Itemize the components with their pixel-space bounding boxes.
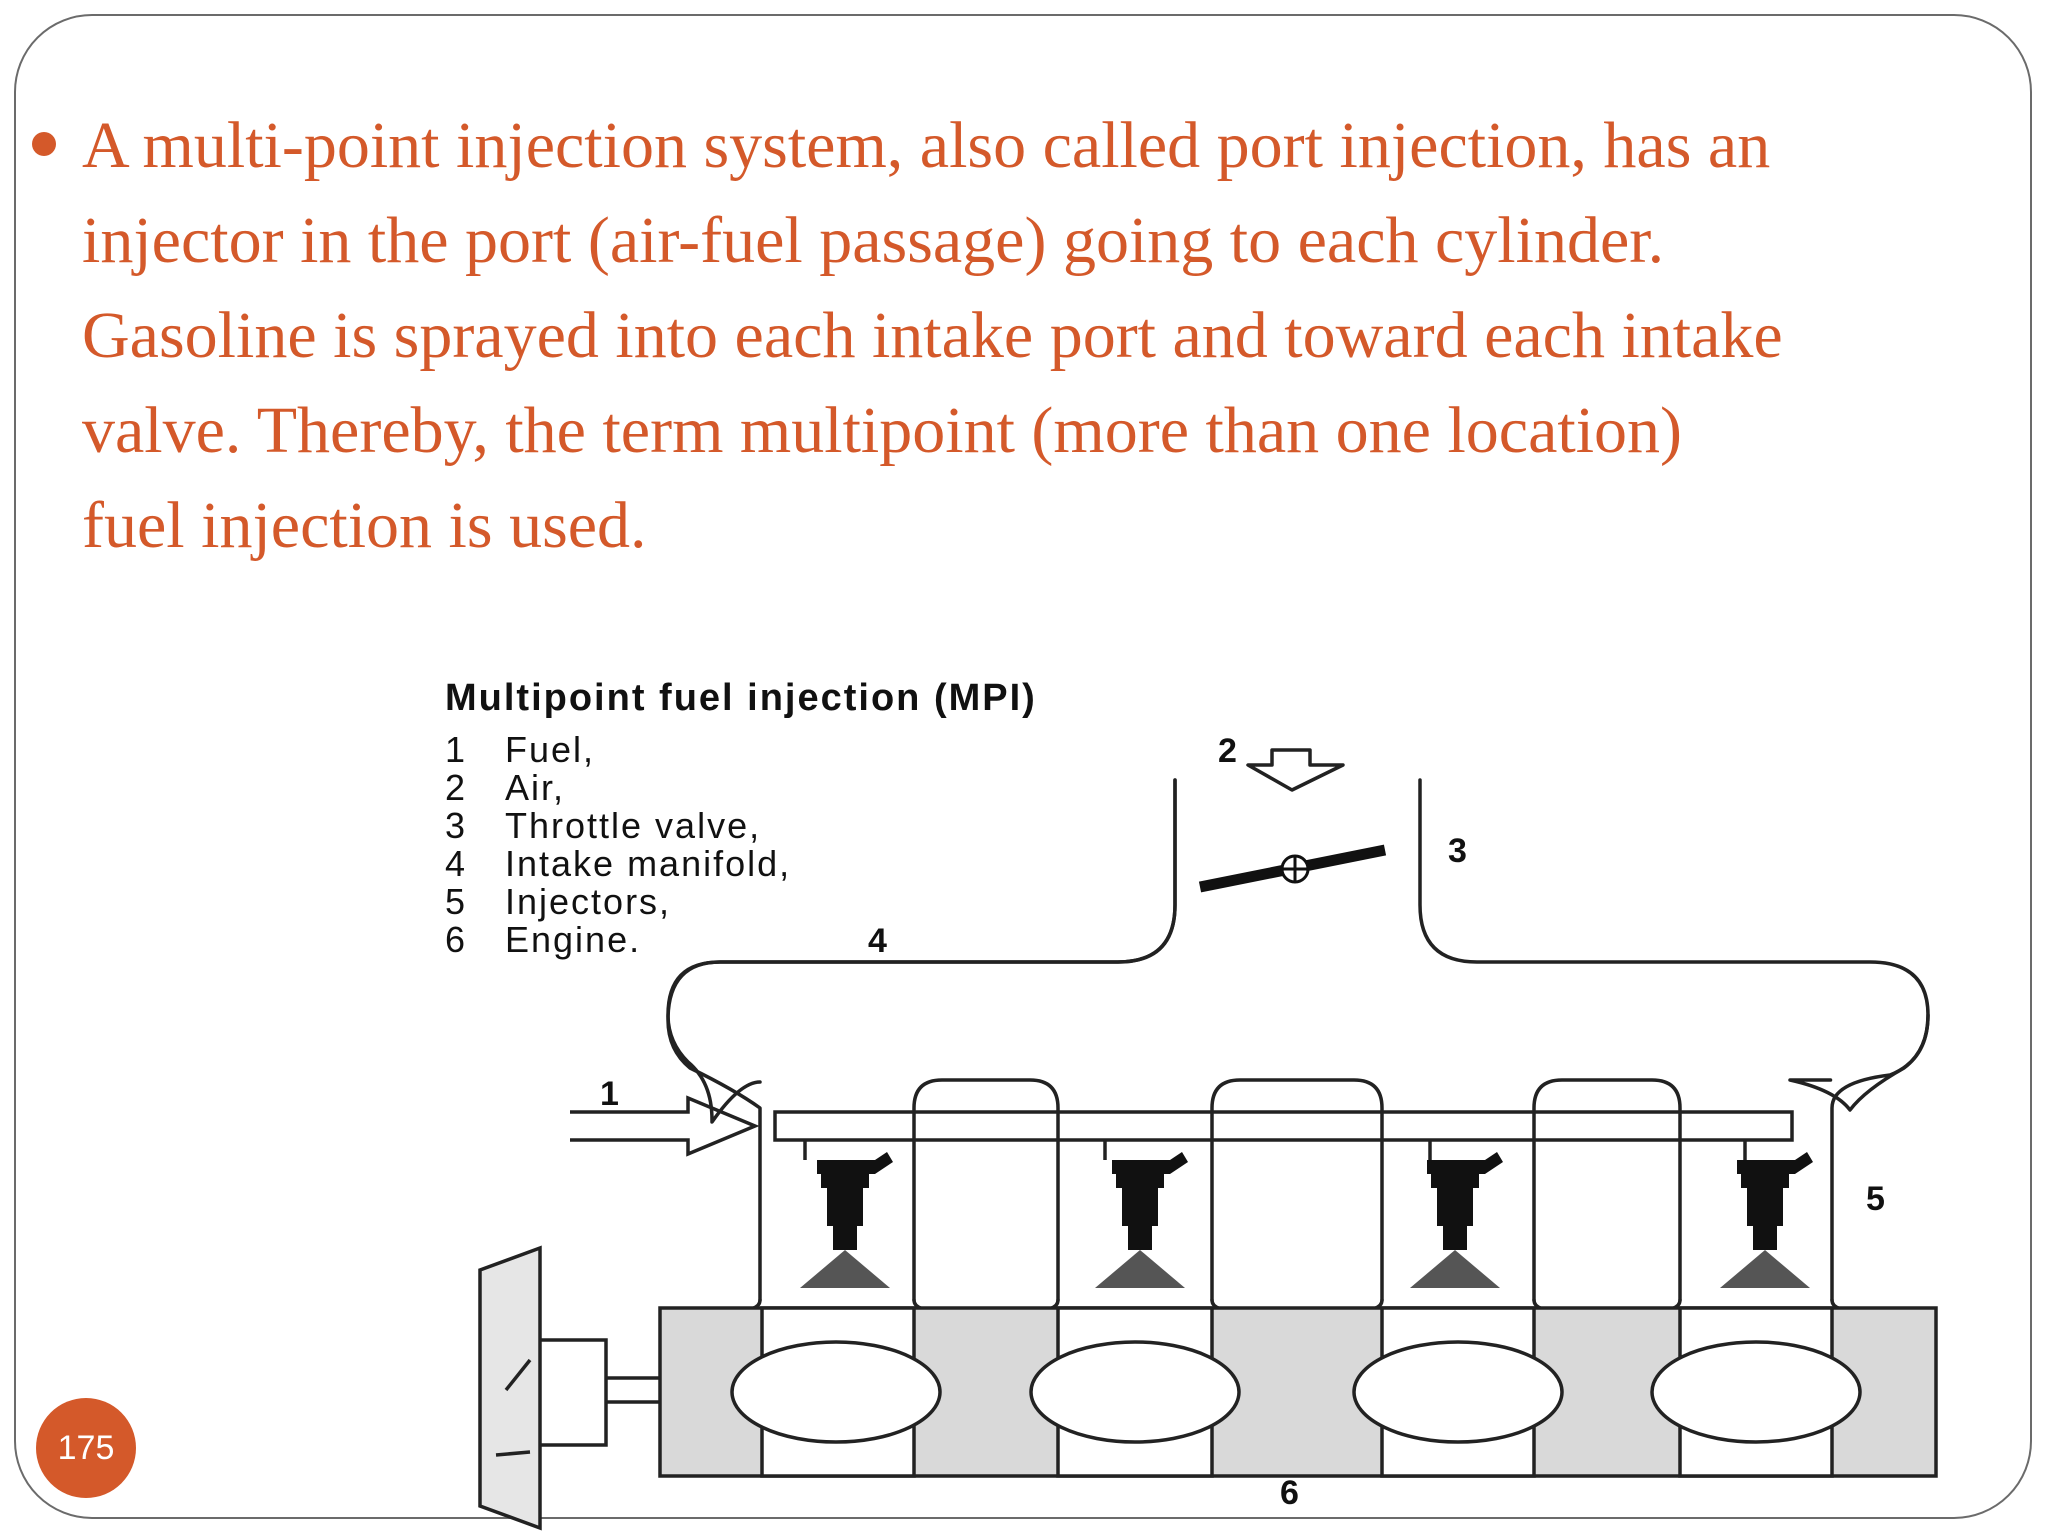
manifold-right xyxy=(1418,778,1930,1112)
slide-frame xyxy=(14,14,2032,1519)
fuel-inlet-arrow xyxy=(570,1095,760,1157)
manifold-right-lower xyxy=(1830,1013,1930,1302)
legend-num: 2 xyxy=(445,767,467,808)
bullet-text: A multi-point injection system, also cal… xyxy=(82,109,1783,562)
manifold-left xyxy=(666,778,1177,1302)
legend-label: Engine. xyxy=(505,919,641,960)
diagram-title: Multipoint fuel injection (MPI) xyxy=(445,677,1037,719)
throttle-valve xyxy=(1198,844,1387,893)
runner-arch-2 xyxy=(1210,1078,1384,1302)
diagram-legend: 1 Fuel, 2 Air, 3 Throttle valve, 4 Intak… xyxy=(445,729,791,960)
callout-throttle: 3 xyxy=(1448,832,1467,870)
air-intake-arrow xyxy=(1246,748,1345,792)
injector-4 xyxy=(1720,1152,1813,1288)
callout-injectors: 5 xyxy=(1866,1180,1885,1218)
injector-2 xyxy=(1095,1152,1188,1288)
fuel-rail xyxy=(773,1110,1794,1142)
page-number-badge: 175 xyxy=(36,1398,136,1498)
legend-label: Air, xyxy=(505,767,565,808)
legend-num: 5 xyxy=(445,881,467,922)
runner-arch-1 xyxy=(912,1078,1060,1302)
legend-label: Fuel, xyxy=(505,729,595,770)
injector-3 xyxy=(1410,1152,1503,1288)
legend-num: 1 xyxy=(445,729,467,770)
runner-arch-3 xyxy=(1532,1078,1682,1302)
legend-label: Injectors, xyxy=(505,881,671,922)
legend-num: 4 xyxy=(445,843,467,884)
injector-1 xyxy=(800,1152,893,1288)
bullet-dot xyxy=(32,132,56,156)
callout-fuel: 1 xyxy=(600,1075,619,1113)
legend-label: Throttle valve, xyxy=(505,805,761,846)
injectors xyxy=(800,1152,1813,1288)
legend-num: 3 xyxy=(445,805,467,846)
callout-manifold: 4 xyxy=(868,922,887,960)
callout-engine: 6 xyxy=(1280,1474,1299,1512)
legend-num: 6 xyxy=(445,919,467,960)
flywheel xyxy=(478,1245,660,1531)
engine-block xyxy=(658,1306,1938,1478)
legend-label: Intake manifold, xyxy=(505,843,791,884)
callout-air: 2 xyxy=(1218,732,1237,770)
